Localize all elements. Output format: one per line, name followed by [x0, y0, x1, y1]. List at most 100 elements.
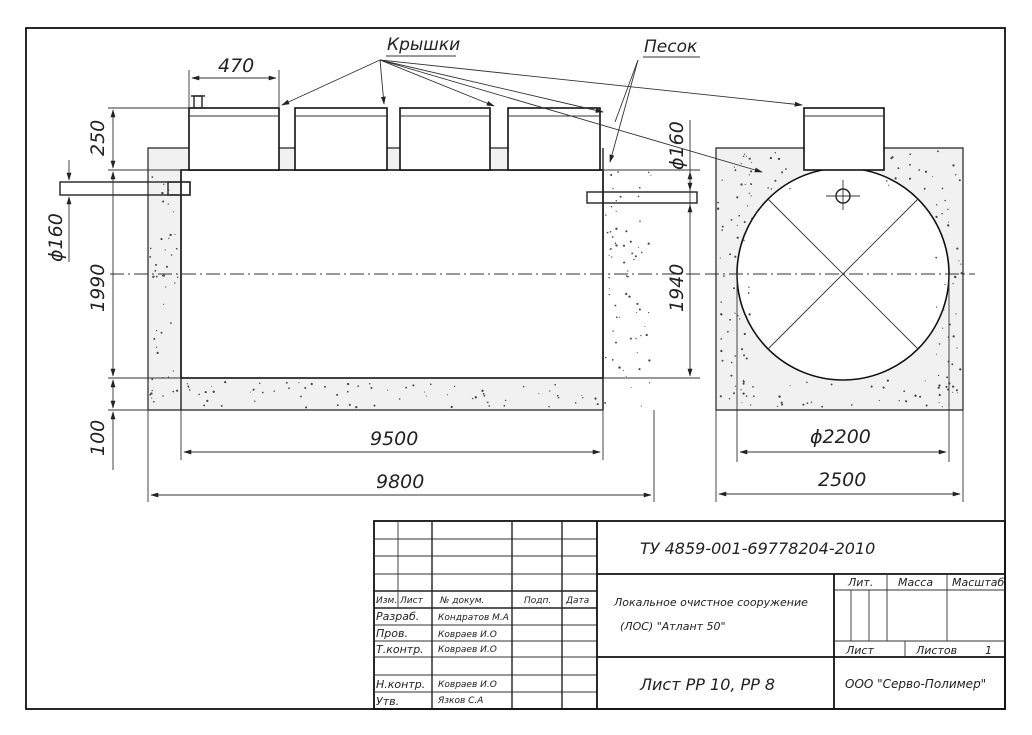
sand-speck: [733, 287, 735, 290]
sand-speck: [625, 292, 628, 296]
sand-speck: [176, 389, 179, 392]
sand-speck: [730, 374, 733, 377]
sand-speck: [956, 247, 959, 250]
sand-speck: [300, 395, 302, 398]
sand-speck: [288, 387, 290, 390]
sand-speck: [776, 405, 779, 408]
sand-speck: [212, 390, 215, 393]
sand-speck: [574, 402, 577, 404]
sand-speck: [781, 403, 784, 406]
sand-speck: [650, 174, 652, 176]
sand-speck: [647, 242, 650, 245]
sand-speck: [634, 255, 637, 258]
sand-speck: [947, 360, 950, 363]
sand-speck: [752, 395, 755, 398]
sand-speck: [161, 275, 164, 277]
sand-speck: [721, 229, 723, 231]
sand-speck: [778, 395, 781, 398]
sand-speck: [609, 230, 612, 233]
sand-speck: [305, 406, 308, 409]
sand-speck: [614, 304, 617, 307]
sand-speck: [648, 359, 651, 362]
sand-speck: [637, 195, 640, 198]
sand-speck: [947, 224, 950, 227]
sand-speck: [605, 214, 607, 216]
sand-speck: [739, 318, 741, 320]
sand-speck: [830, 383, 833, 386]
sand-speck: [948, 404, 950, 406]
sand-speck: [747, 292, 750, 294]
sand-speck: [742, 379, 745, 382]
sand-speck: [750, 170, 753, 173]
sand-speck: [160, 331, 163, 334]
sand-speck: [151, 389, 153, 392]
lid-1: [188, 107, 280, 171]
sand-speck: [167, 203, 169, 205]
sand-speck: [310, 382, 313, 386]
sand-speck: [730, 361, 733, 364]
sand-speck: [357, 385, 360, 387]
sand-speck: [954, 173, 957, 176]
sand-speck: [721, 225, 724, 228]
sand-speck: [958, 179, 961, 182]
dim-tank-length: 9500: [370, 428, 418, 450]
name-norm-control: Ковраев И.О: [438, 680, 497, 690]
sand-speck: [522, 385, 525, 388]
sand-speck: [165, 286, 167, 288]
sand-speck: [942, 327, 944, 329]
sand-speck: [483, 394, 486, 397]
role-norm-control: Н.контр.: [376, 678, 425, 691]
sand-speck: [430, 383, 432, 385]
name-tech-control: Ковраев И.О: [438, 645, 497, 655]
sand-speck: [723, 275, 725, 277]
neck-end: [803, 107, 885, 171]
name-approved: Язков С.А: [437, 696, 483, 706]
sand-speck: [789, 188, 791, 190]
sand-speck: [596, 403, 599, 406]
sand-speck: [769, 156, 773, 160]
sand-speck: [639, 186, 641, 189]
sand-speck: [474, 396, 477, 399]
sand-speck: [616, 316, 618, 319]
sand-speck: [640, 334, 642, 337]
sand-speck: [165, 265, 168, 268]
sand-speck: [635, 337, 637, 339]
sand-speck: [355, 405, 358, 409]
sand-speck: [633, 258, 635, 261]
sand-speck: [160, 238, 163, 241]
sand-speck: [886, 379, 890, 382]
sand-speck: [736, 314, 739, 317]
sand-speck: [925, 404, 928, 407]
sand-speck: [740, 163, 742, 165]
company-name: ООО "Сервo-Полимер": [845, 677, 986, 691]
sand-speck: [503, 404, 506, 407]
sand-speck: [220, 404, 223, 407]
sand-speck: [152, 400, 155, 403]
sand-speck: [728, 398, 731, 400]
sand-speck: [637, 246, 639, 249]
sand-speck: [631, 252, 634, 255]
sheet-label: Лист: [845, 644, 874, 657]
sand-speck: [446, 394, 448, 396]
sand-speck: [623, 261, 626, 264]
sand-speck: [224, 381, 227, 384]
sand-speck: [935, 256, 938, 259]
side-view: [59, 70, 700, 502]
sand-speck: [252, 388, 255, 391]
sand-speck: [738, 214, 741, 217]
sand-speck: [258, 382, 261, 385]
sand-speck: [149, 393, 151, 396]
sand-speck: [898, 400, 900, 402]
sand-speck: [198, 393, 200, 396]
sand-speck: [504, 399, 507, 402]
product-line-2: (ЛОС) "Атлант 50": [620, 620, 726, 633]
sand-speck: [156, 346, 158, 348]
sand-speck: [648, 312, 650, 314]
sand-speck: [615, 244, 618, 247]
sand-speck: [625, 375, 627, 377]
sand-texture: [149, 150, 963, 409]
sand-speck: [748, 286, 750, 288]
role-approved: Утв.: [376, 695, 399, 708]
sand-speck: [625, 275, 628, 277]
sand-speck: [405, 386, 408, 389]
